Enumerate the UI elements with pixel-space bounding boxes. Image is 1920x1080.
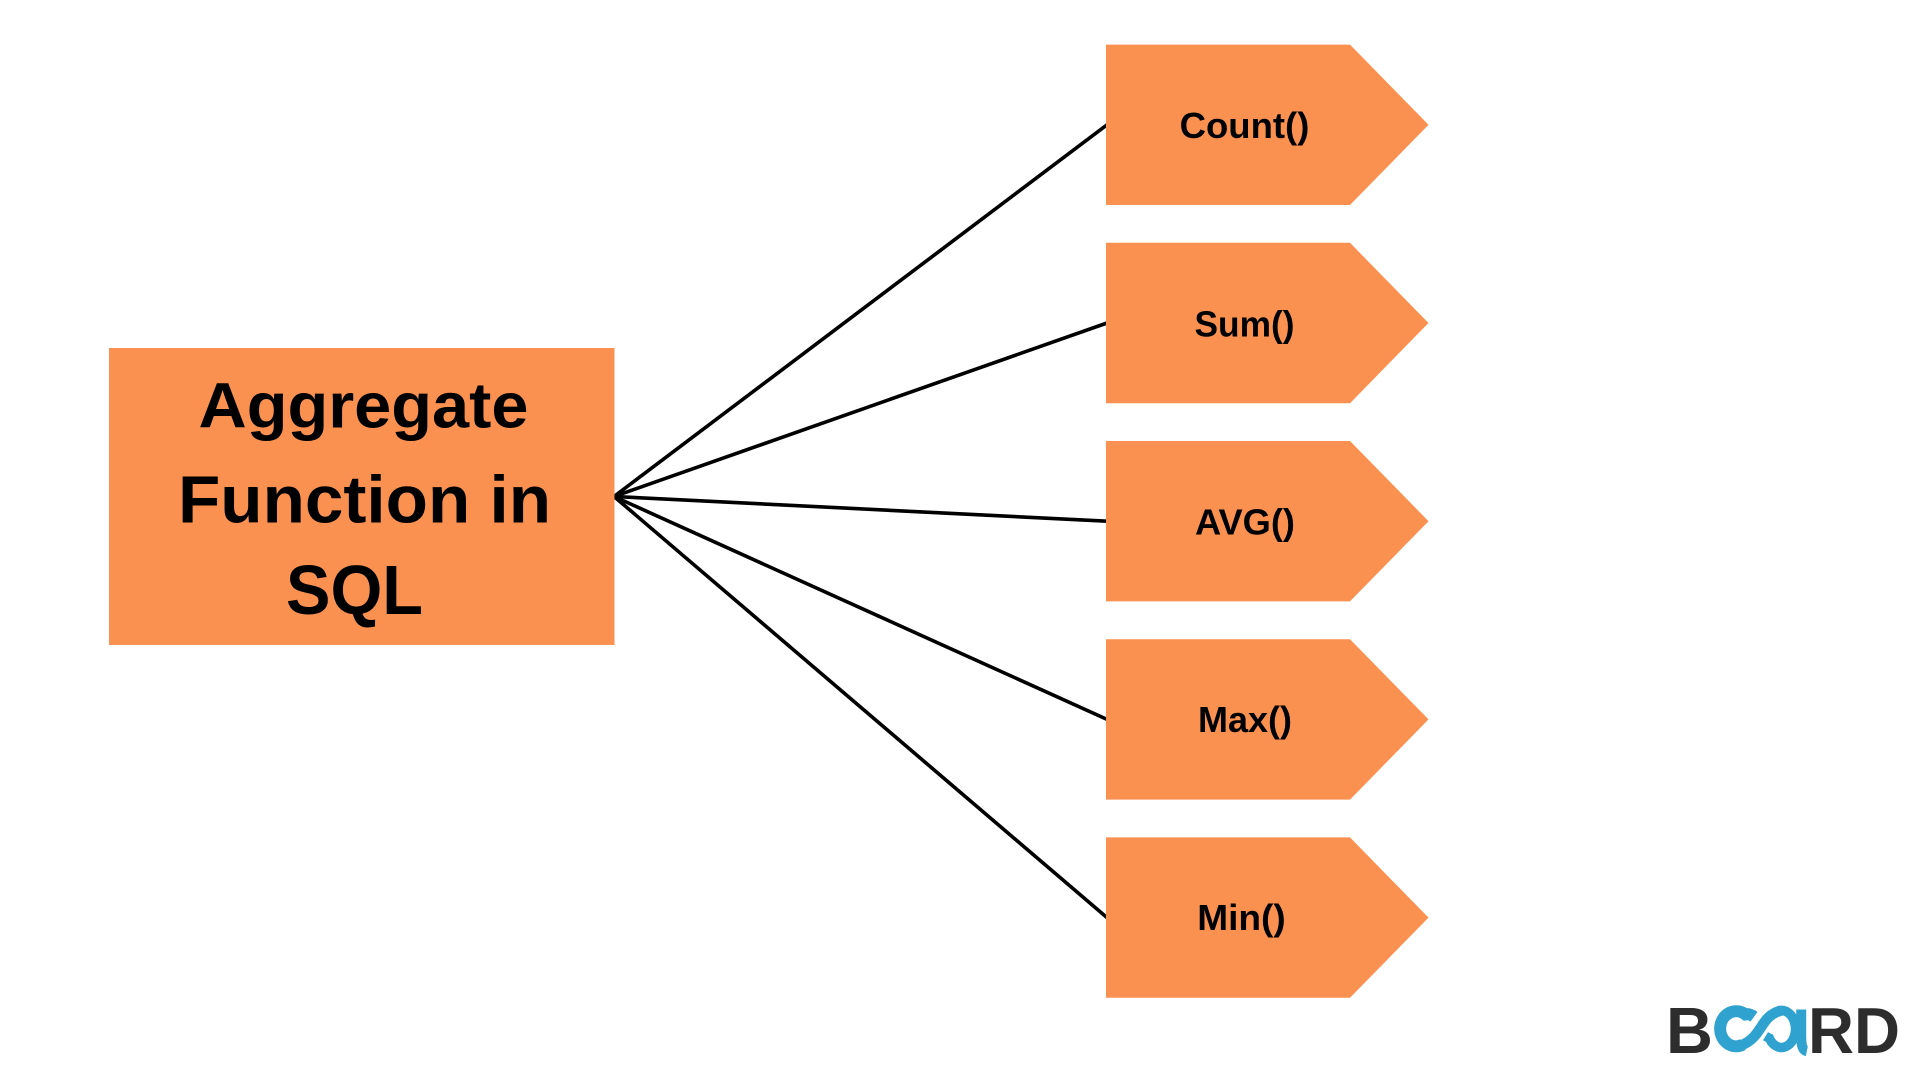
- svg-text:AVG(): AVG(): [1195, 501, 1295, 542]
- svg-text:SQL: SQL: [286, 551, 423, 629]
- svg-text:RD: RD: [1808, 994, 1900, 1067]
- svg-text:Aggregate: Aggregate: [199, 370, 529, 442]
- svg-text:Sum(): Sum(): [1195, 303, 1295, 344]
- svg-text:Count(): Count(): [1180, 105, 1310, 146]
- svg-text:Max(): Max(): [1198, 699, 1292, 740]
- svg-text:Function in: Function in: [178, 463, 551, 538]
- svg-text:Min(): Min(): [1197, 897, 1286, 938]
- svg-text:B: B: [1666, 994, 1713, 1067]
